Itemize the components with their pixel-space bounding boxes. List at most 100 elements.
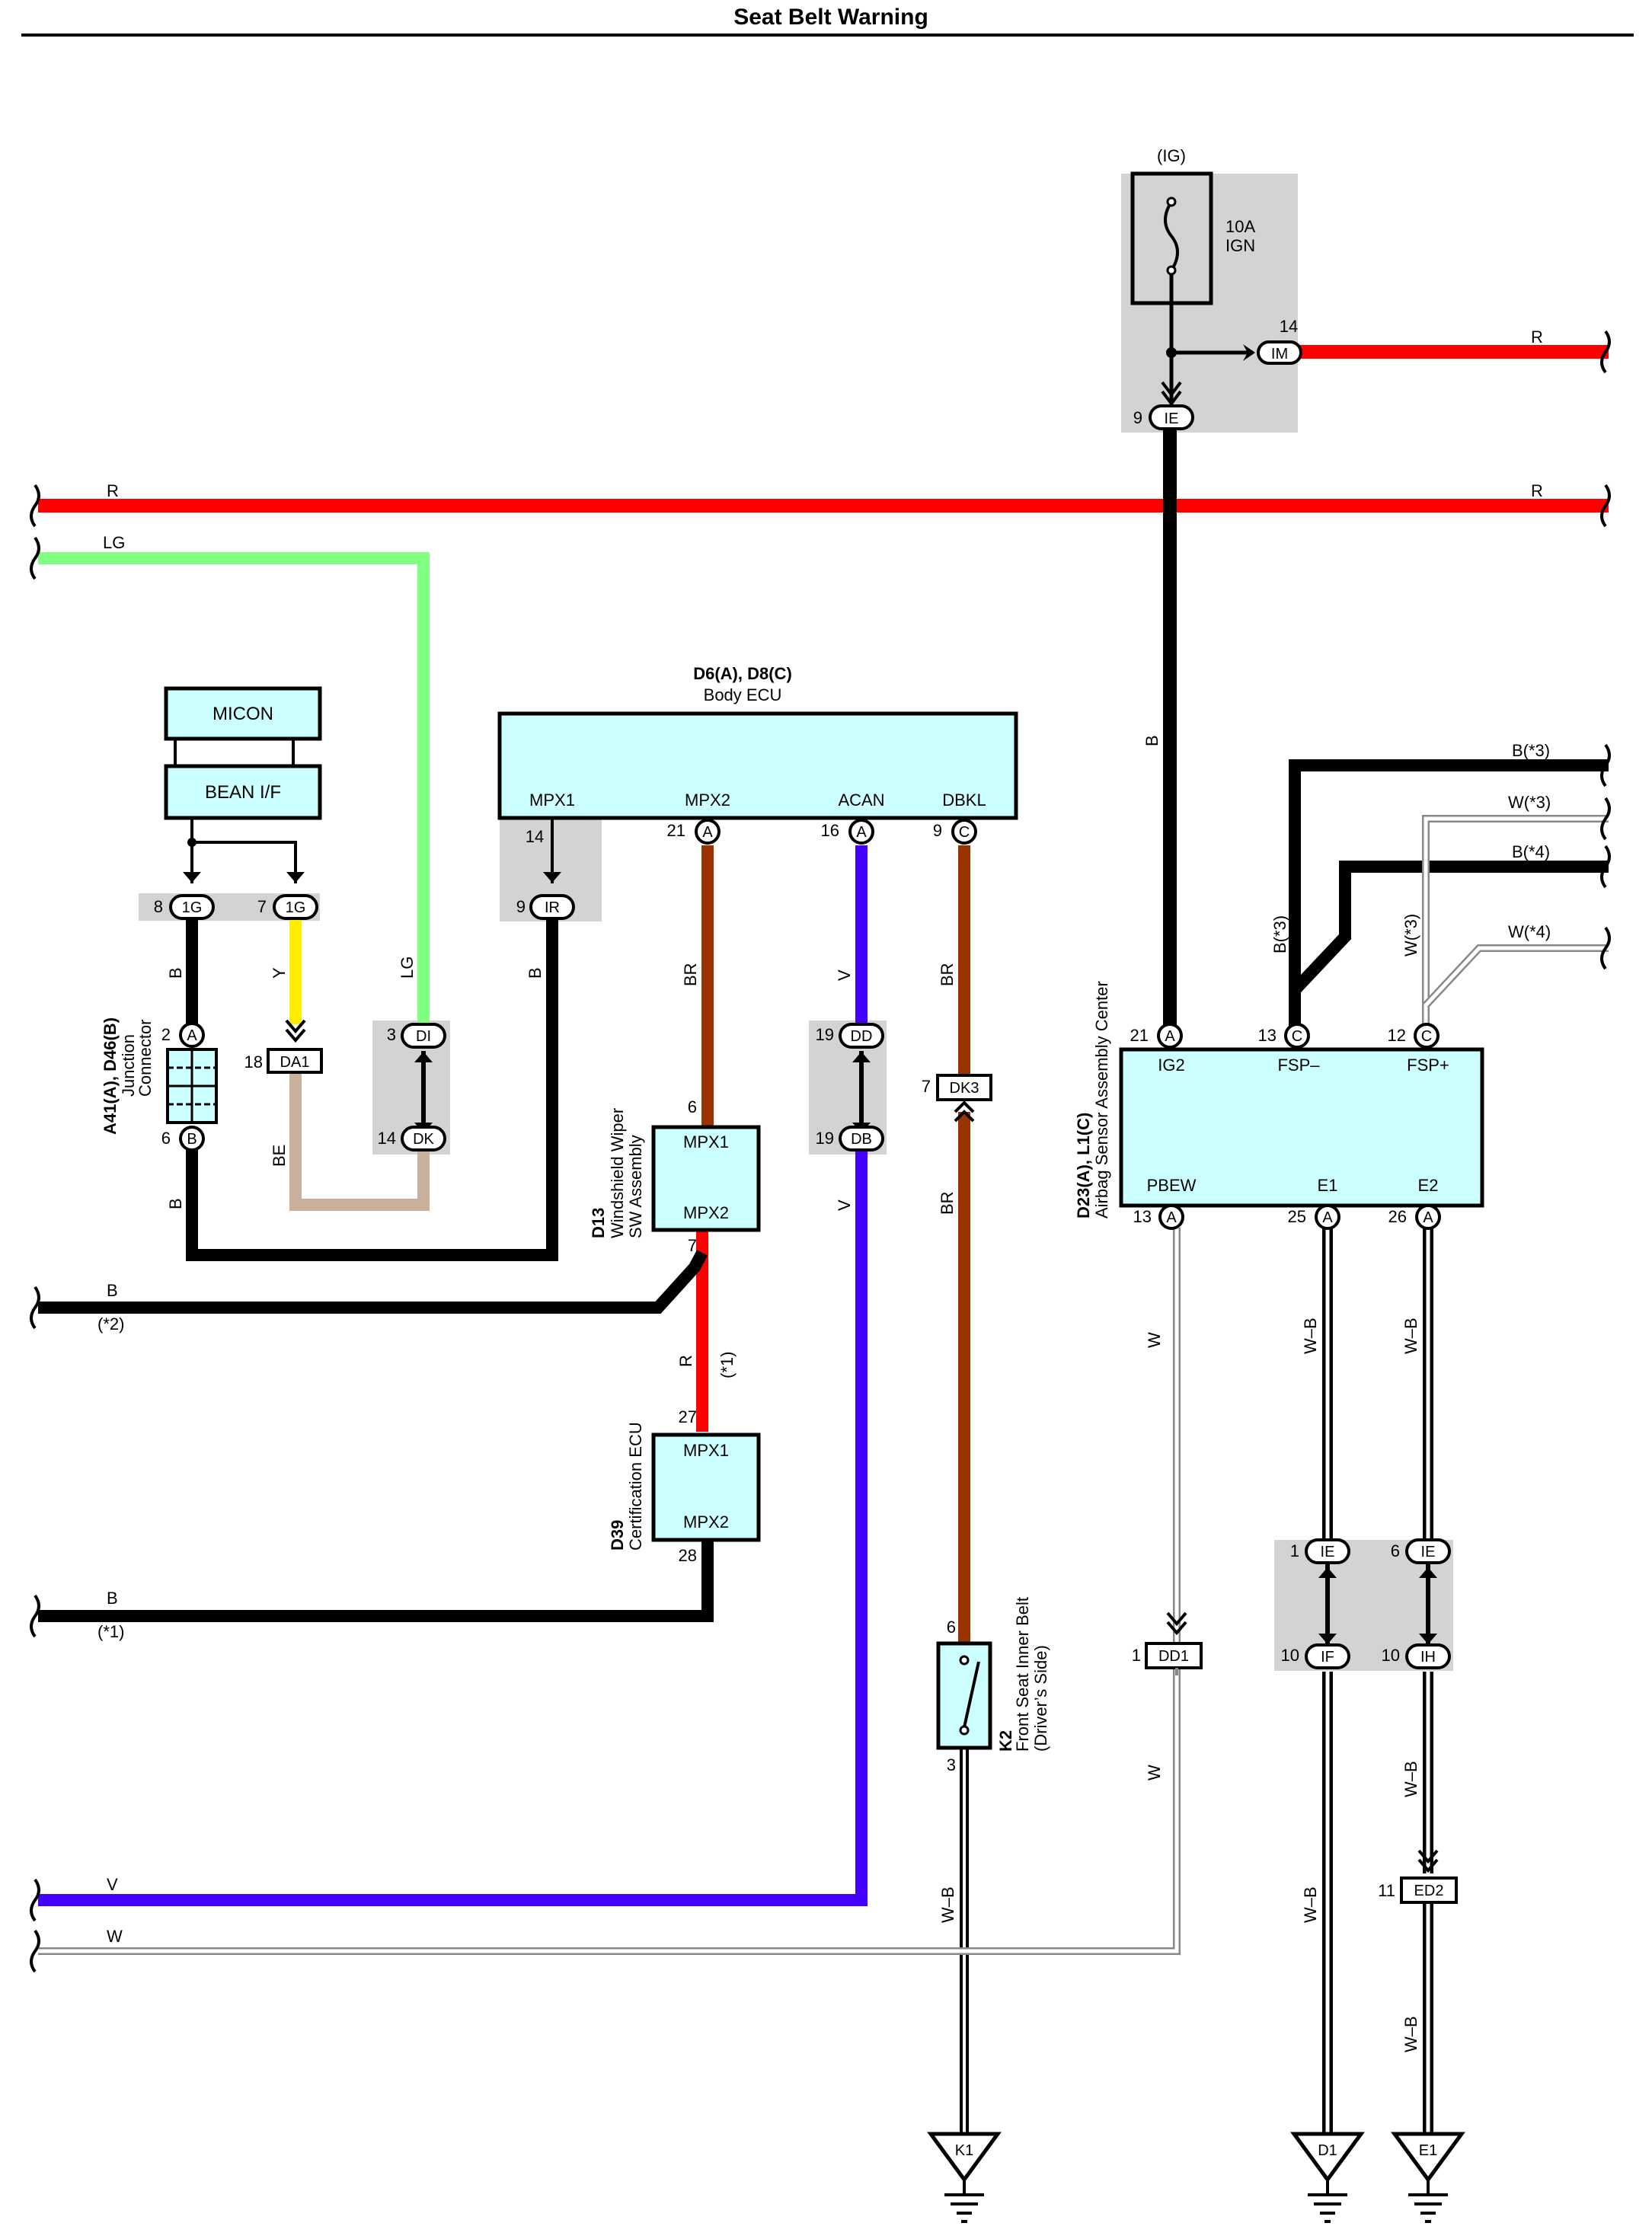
pin-da1: 18: [244, 1052, 263, 1072]
pin-pbew: 13: [1133, 1207, 1152, 1226]
fuse-terminal-top: [1166, 196, 1177, 207]
airbag-pin-fspm: FSP–: [1277, 1056, 1320, 1075]
connector-fspm-label: C: [1292, 1028, 1302, 1045]
wire-label-b-ir: B: [526, 967, 545, 979]
pin-ie1: 1: [1290, 1541, 1299, 1560]
body-ecu-pin-mpx1: MPX1: [529, 791, 575, 810]
arrow-1g-a-icon: [183, 872, 201, 883]
connector-ed2-label: ED2: [1414, 1883, 1444, 1899]
k2-switch-icon: [963, 1661, 980, 1728]
pin-d39-top: 27: [679, 1407, 697, 1426]
pin-ir: 9: [516, 897, 526, 916]
wire-label-lg-left: LG: [103, 533, 125, 552]
body-ecu-pin-acan: ACAN: [838, 791, 884, 810]
wire-label-b-star2: B: [107, 1281, 118, 1300]
wire-b-star4: [1290, 861, 1609, 995]
wire-w-outline: [38, 1228, 1181, 1955]
pin-d13-top: 6: [688, 1097, 697, 1116]
fuse-name: IGN: [1225, 236, 1255, 255]
wire-label-b-star1: B: [107, 1589, 118, 1608]
k2-name-2: (Driver’s Side): [1031, 1645, 1050, 1752]
pin-fspm: 13: [1258, 1026, 1277, 1045]
wire-label-b-junction-top: B: [166, 967, 185, 979]
connector-db: [839, 1126, 884, 1151]
connector-da1-label: DA1: [280, 1054, 310, 1071]
wire-label-w-left: W: [107, 1927, 123, 1946]
wire-label-be: BE: [270, 1145, 289, 1167]
arrow-1g-b-icon: [286, 872, 305, 883]
connector-mpx2: [695, 819, 721, 845]
wire-label-w-star3: W(*3): [1508, 793, 1551, 812]
airbag-pin-e1: E1: [1318, 1176, 1338, 1195]
pin-dk: 14: [378, 1129, 396, 1148]
connector-e1: [1315, 1204, 1340, 1230]
body-ecu-pin-dbkl: DBKL: [942, 791, 986, 810]
connector-1g-b: [273, 894, 318, 920]
bean-wire-right: [192, 841, 297, 883]
wire-w-pbew: [38, 1228, 1179, 1953]
d39-id: D39: [608, 1520, 627, 1551]
connector-dbkl-label: C: [959, 824, 970, 841]
connector-ir-label: IR: [545, 899, 560, 916]
wire-label-b-star3-v: B(*3): [1270, 915, 1289, 953]
pin-1g-b: 7: [257, 897, 267, 916]
pin-1g-a: 8: [154, 897, 163, 916]
pin-junction-b: 6: [161, 1129, 171, 1148]
connector-ig2-label: A: [1165, 1028, 1175, 1045]
ground-k1-label: K1: [955, 2142, 973, 2159]
connector-di: [401, 1023, 446, 1049]
connector-junction-a: [179, 1022, 205, 1048]
connector-acan-label: A: [856, 824, 867, 841]
connector-ie-label: IE: [1165, 410, 1179, 427]
wire-break-marks: [30, 330, 1611, 1973]
connector-if-label: IF: [1321, 1649, 1334, 1666]
connector-e1-label: A: [1322, 1209, 1333, 1226]
connector-junction-a-label: A: [187, 1027, 197, 1044]
pin-e1: 25: [1288, 1207, 1306, 1226]
pin-dd1: 1: [1132, 1646, 1141, 1665]
pin-ig2: 21: [1130, 1026, 1149, 1045]
connector-pbew-label: A: [1166, 1209, 1177, 1226]
pin-ie: 9: [1133, 408, 1142, 427]
junction-id: A41(A), D46(B): [101, 1017, 120, 1135]
connector-ed2: [1400, 1876, 1458, 1904]
wire-label-w-dd1: W: [1145, 1765, 1164, 1781]
wire-be: [289, 1074, 430, 1211]
wire-v-main: [38, 1150, 868, 1906]
pin-junction-a: 2: [161, 1025, 171, 1044]
airbag-pin-fspp: FSP+: [1407, 1056, 1449, 1075]
pin-ie2: 6: [1391, 1541, 1400, 1560]
fuse-group-label: (IG): [1157, 146, 1186, 165]
pin-d39-bot: 28: [679, 1546, 697, 1565]
arrow-ir-icon: [543, 872, 561, 883]
connector-dk3: [936, 1074, 992, 1101]
wire-label-b-star3: B(*3): [1512, 741, 1550, 760]
airbag-pin-e2: E2: [1418, 1176, 1439, 1195]
micon-label: MICON: [212, 704, 273, 724]
d13-name-2: SW Assembly: [626, 1135, 645, 1238]
wire-label-star1-d13: (*1): [717, 1352, 737, 1378]
wire-b-junction-ir: [186, 918, 558, 1261]
pin-ih: 10: [1382, 1646, 1400, 1665]
ground-k1: [927, 2132, 1002, 2223]
pin-d13-bot: 7: [688, 1236, 697, 1255]
airbag-pin-pbew: PBEW: [1147, 1176, 1197, 1195]
wire-b-star1: [38, 1540, 714, 1622]
connector-e2-label: A: [1423, 1209, 1433, 1226]
connector-mpx2-label: A: [702, 824, 713, 841]
body-ecu-id: D6(A), D8(C): [693, 664, 792, 683]
pin-fspp: 12: [1388, 1026, 1406, 1045]
ground-e1: [1391, 2132, 1465, 2223]
ground-e1-label: E1: [1419, 2142, 1437, 2159]
wire-lg: [38, 552, 430, 1036]
connector-junction-b-label: B: [187, 1131, 197, 1148]
connector-im-label: IM: [1271, 346, 1288, 363]
connector-ig2: [1157, 1023, 1183, 1049]
wire-b-star2: [38, 1250, 708, 1314]
micon-box: [164, 686, 322, 741]
connector-pbew: [1158, 1204, 1184, 1230]
wire-label-v-left: V: [107, 1875, 118, 1894]
junction-name-1: Junction: [119, 1034, 138, 1097]
connector-1g-a: [169, 894, 215, 920]
